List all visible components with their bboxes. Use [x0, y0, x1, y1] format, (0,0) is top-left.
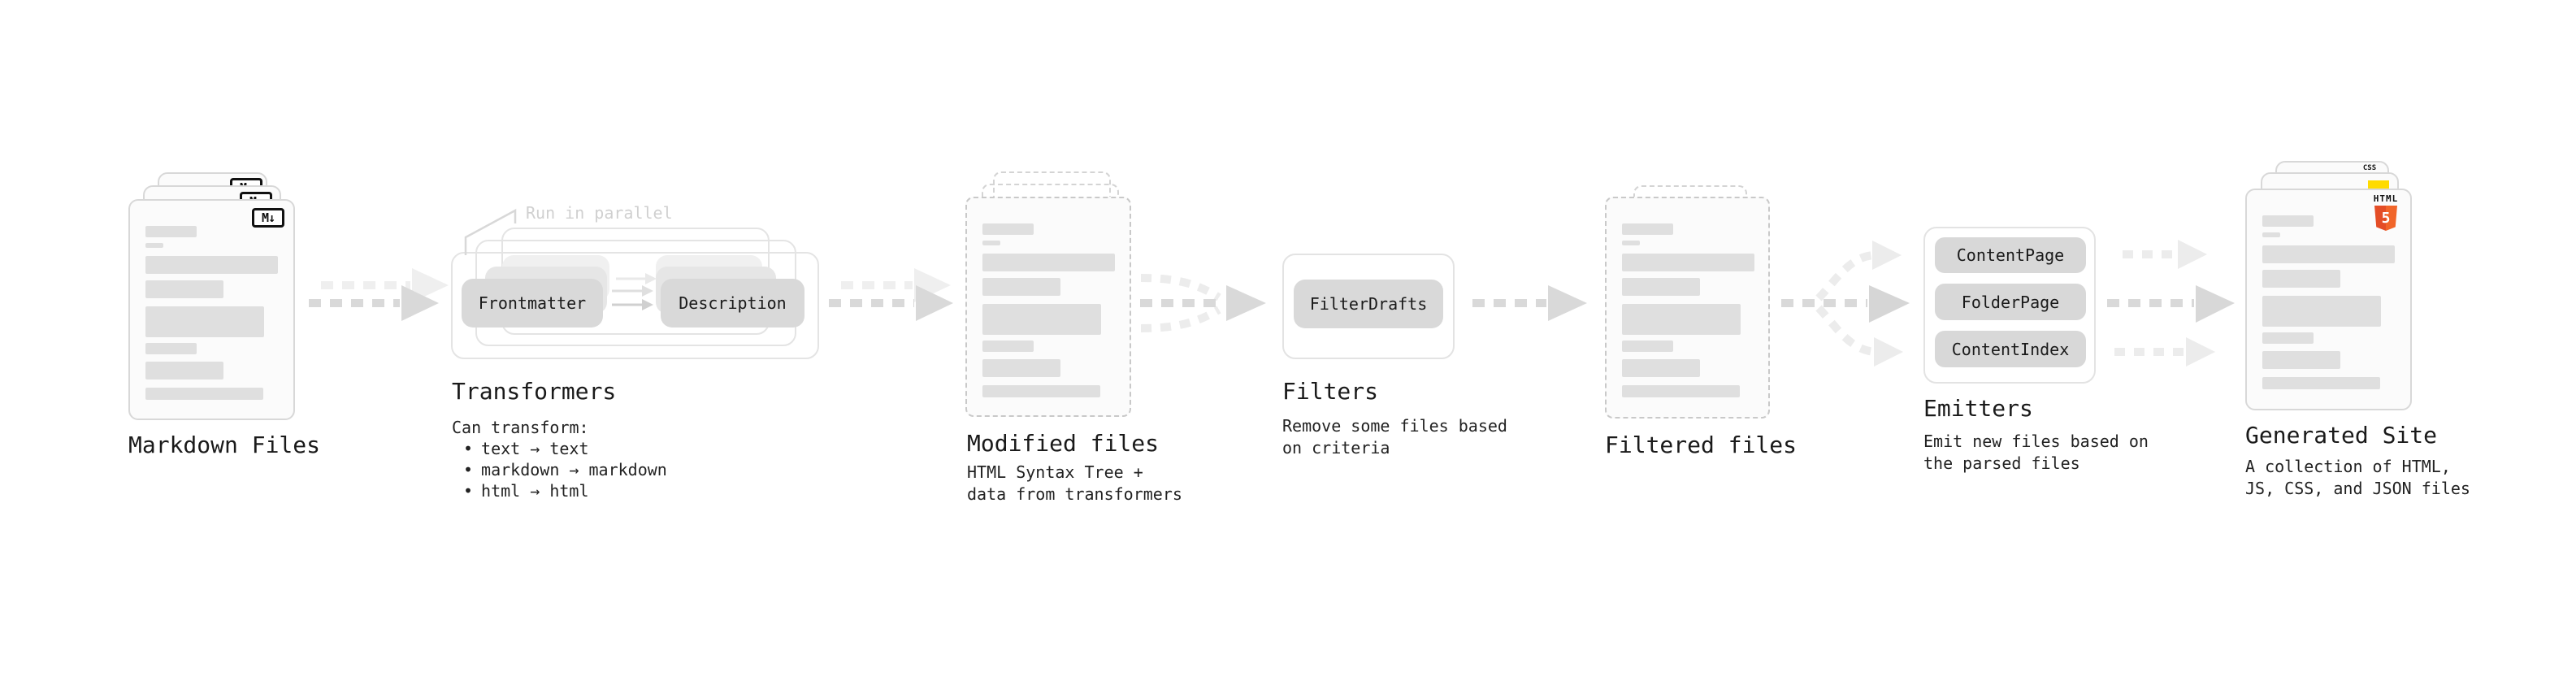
document-content-placeholder [2262, 190, 2426, 389]
folderpage-pill: FolderPage [1935, 284, 2086, 320]
text-line-placeholder [1622, 223, 1673, 235]
text-line-placeholder [982, 359, 1060, 377]
text-line-placeholder [145, 306, 264, 337]
text-line-placeholder [145, 226, 197, 237]
subtitle-line: data from transformers [967, 484, 1182, 504]
modified-file-front [965, 197, 1131, 417]
markdown-files-title: Markdown Files [128, 432, 321, 458]
html5-number: 5 [2381, 209, 2391, 227]
subtitle-line: Remove some files based [1282, 416, 1507, 436]
text-line-placeholder [2262, 245, 2395, 263]
can-transform-heading: Can transform: [452, 418, 589, 437]
text-line-placeholder [2262, 332, 2314, 344]
css-label: CSS [2362, 164, 2377, 172]
text-line-placeholder [982, 278, 1060, 296]
bullet-text: html → html [481, 481, 589, 501]
bullet-item: • text → text [452, 438, 667, 459]
text-line-placeholder [145, 343, 197, 354]
text-line-placeholder [2262, 296, 2381, 327]
contentindex-pill: ContentIndex [1935, 331, 2086, 367]
subtitle-line: HTML Syntax Tree + [967, 462, 1143, 482]
arrow-filtered-to-emitters-fanout [1781, 241, 1910, 367]
emitters-title: Emitters [1923, 395, 2033, 422]
text-line-placeholder [2262, 377, 2380, 389]
transformers-title: Transformers [452, 378, 617, 405]
markdown-icon: M↓ [252, 208, 284, 228]
html5-shield: 5 [2374, 206, 2397, 231]
subtitle-line: on criteria [1282, 438, 1390, 458]
text-line-placeholder [1622, 340, 1673, 352]
markdown-file-sheet-front: M↓ [128, 199, 295, 420]
generated-sheet-html: HTML 5 [2245, 189, 2412, 410]
text-line-placeholder [982, 304, 1101, 335]
contentpage-pill: ContentPage [1935, 237, 2086, 273]
arrows-emitters-to-generated [2107, 240, 2235, 367]
text-line-placeholder [145, 280, 223, 298]
text-line-placeholder [1622, 304, 1741, 335]
document-content-placeholder [1622, 198, 1784, 397]
transformers-description: Can transform: • text → text • markdown → … [452, 417, 667, 501]
bullet-item: • html → html [452, 480, 667, 501]
text-line-placeholder [1622, 278, 1700, 296]
arrow-modified-to-filters-merge [1140, 274, 1266, 332]
generated-site-title: Generated Site [2245, 422, 2438, 449]
text-line-placeholder [2262, 232, 2280, 237]
generated-site-subtitle: A collection of HTML, JS, CSS, and JSON f… [2245, 456, 2470, 500]
document-content-placeholder [145, 201, 309, 400]
text-line-placeholder [982, 241, 1000, 245]
subtitle-line: JS, CSS, and JSON files [2245, 479, 2470, 498]
html5-icon: HTML 5 [2368, 194, 2404, 231]
arrow-transformers-to-modified [829, 268, 953, 321]
filtered-files-title: Filtered files [1605, 432, 1798, 458]
text-line-placeholder [2262, 270, 2340, 288]
text-line-placeholder [145, 243, 163, 248]
text-line-placeholder [982, 254, 1115, 271]
text-line-placeholder [2262, 215, 2314, 227]
emitters-subtitle: Emit new files based on the parsed files [1923, 431, 2149, 475]
text-line-placeholder [1622, 241, 1640, 245]
filters-title: Filters [1282, 378, 1379, 405]
text-line-placeholder [2262, 351, 2340, 369]
text-line-placeholder [982, 223, 1034, 235]
bullet-text: markdown → markdown [481, 460, 667, 479]
text-line-placeholder [1622, 359, 1700, 377]
text-line-placeholder [1622, 254, 1754, 271]
subtitle-line: the parsed files [1923, 453, 2080, 473]
subtitle-line: Emit new files based on [1923, 432, 2149, 451]
filtered-file-front [1605, 197, 1770, 419]
text-line-placeholder [145, 388, 263, 400]
text-line-placeholder [1622, 385, 1740, 397]
document-content-placeholder [982, 198, 1145, 397]
text-line-placeholder [145, 256, 278, 274]
description-pill: Description [661, 279, 804, 327]
bullet-item: • markdown → markdown [452, 459, 667, 480]
filterdrafts-pill: FilterDrafts [1294, 280, 1443, 328]
transformer-container-front [451, 252, 819, 359]
frontmatter-pill: Frontmatter [462, 279, 603, 327]
html5-label: HTML [2373, 193, 2399, 204]
bullet-marker: • [463, 439, 474, 458]
modified-files-title: Modified files [967, 430, 1160, 457]
bullet-text: text → text [481, 439, 589, 458]
bullet-marker: • [463, 481, 474, 501]
text-line-placeholder [982, 385, 1100, 397]
run-in-parallel-annotation: Run in parallel [526, 203, 673, 223]
arrow-filters-to-filtered [1472, 285, 1587, 321]
text-line-placeholder [982, 340, 1034, 352]
subtitle-line: A collection of HTML, [2245, 457, 2451, 476]
modified-files-subtitle: HTML Syntax Tree +data from transformers [967, 462, 1182, 505]
arrow-markdown-to-transformers [309, 268, 449, 321]
text-line-placeholder [145, 362, 223, 380]
bullet-marker: • [463, 460, 474, 479]
